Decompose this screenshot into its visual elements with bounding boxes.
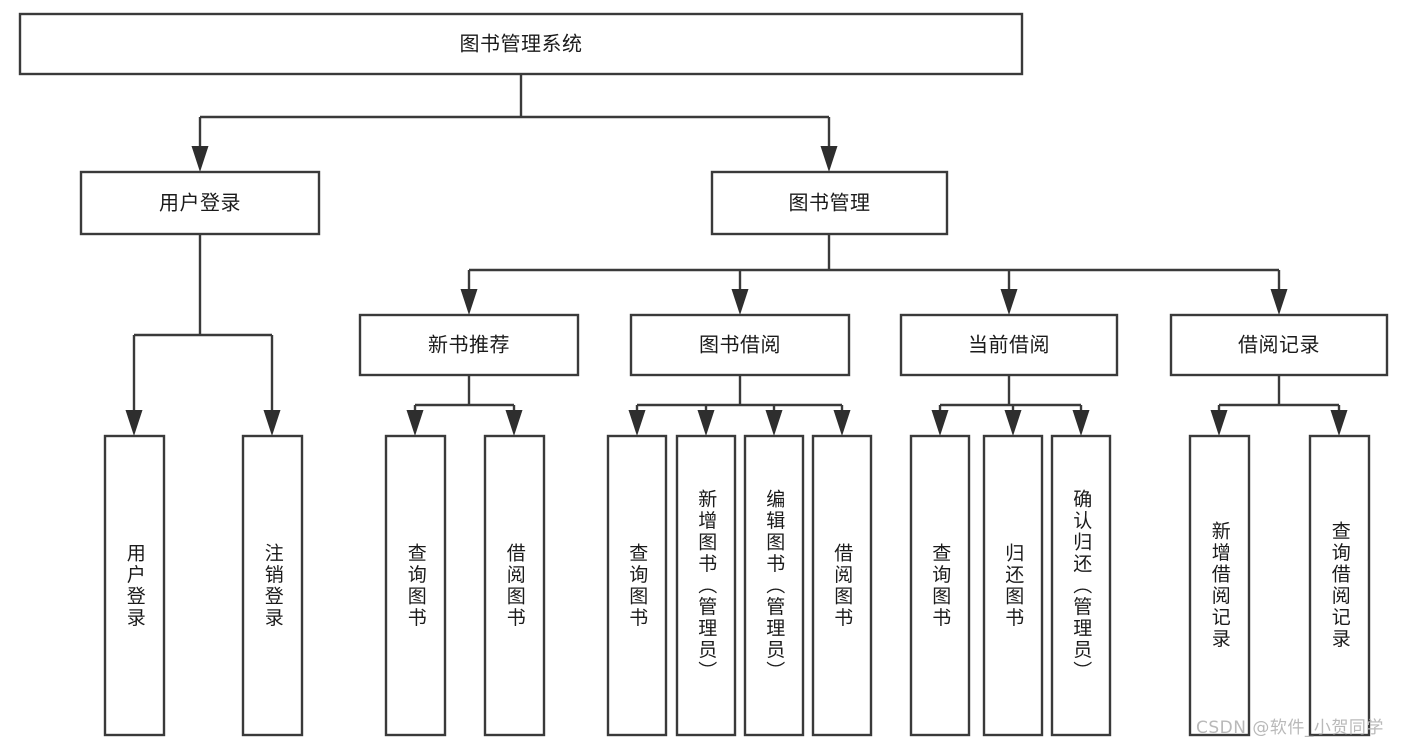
level3-node-borrow-record[interactable]: 借阅记录 [1169,313,1389,377]
connector-current-borrow [931,375,1090,436]
arrow-head-icon [931,410,949,436]
leaf-node-leaf-confirm-return[interactable] [1050,434,1112,737]
node-label: 用户登录 [159,191,241,215]
node-box[interactable] [483,434,546,737]
node-box[interactable] [811,434,873,737]
leaf-node-leaf-query-book-rec[interactable] [384,434,447,737]
leaf-node-leaf-return-book[interactable] [982,434,1044,737]
arrow-head-icon [125,410,143,436]
node-box[interactable] [79,170,321,236]
leaf-node-leaf-borrow-book[interactable] [811,434,873,737]
connector-root [191,74,838,172]
connector-user-login [125,234,281,436]
connector-borrow-record [1210,375,1348,436]
root-node-root[interactable]: 图书管理系统 [18,12,1024,76]
arrow-head-icon [628,410,646,436]
arrow-head-icon [765,410,783,436]
leaf-node-leaf-query-book-borrow[interactable] [606,434,668,737]
arrow-head-icon [1270,289,1288,315]
arrow-head-icon [1000,289,1018,315]
connector-new-book-recommend [406,375,523,436]
node-box[interactable] [18,12,1024,76]
node-box[interactable] [1050,434,1112,737]
node-box[interactable] [899,313,1119,377]
node-box[interactable] [103,434,166,737]
arrow-head-icon [731,289,749,315]
node-box[interactable] [1188,434,1251,737]
node-box[interactable] [743,434,805,737]
leaf-node-leaf-user-login[interactable] [103,434,166,737]
level2-node-book-manage[interactable]: 图书管理 [710,170,949,236]
node-box[interactable] [606,434,668,737]
node-label: 新书推荐 [428,333,510,357]
leaf-node-leaf-borrow-book-rec[interactable] [483,434,546,737]
leaf-node-leaf-query-record[interactable] [1308,434,1371,737]
leaf-node-leaf-add-book[interactable] [675,434,737,737]
node-box[interactable] [1308,434,1371,737]
node-box[interactable] [629,313,851,377]
node-box[interactable] [675,434,737,737]
leaf-node-leaf-logout[interactable] [241,434,304,737]
node-label: 借阅记录 [1238,333,1320,357]
connector-book-manage [460,234,1288,315]
level2-node-user-login[interactable]: 用户登录 [79,170,321,236]
node-label: 当前借阅 [968,333,1050,357]
node-box[interactable] [241,434,304,737]
node-box[interactable] [358,313,580,377]
arrow-head-icon [1072,410,1090,436]
arrow-head-icon [1330,410,1348,436]
leaf-node-leaf-add-record[interactable] [1188,434,1251,737]
connector-book-borrow [628,375,851,436]
level3-node-new-book-recommend[interactable]: 新书推荐 [358,313,580,377]
node-box[interactable] [982,434,1044,737]
arrow-head-icon [833,410,851,436]
node-box[interactable] [384,434,447,737]
arrow-head-icon [505,410,523,436]
arrow-head-icon [263,410,281,436]
arrow-head-icon [406,410,424,436]
arrow-head-icon [820,146,838,172]
node-label: 图书管理系统 [460,32,583,56]
arrow-head-icon [697,410,715,436]
node-box[interactable] [710,170,949,236]
arrow-head-icon [460,289,478,315]
arrow-head-icon [191,146,209,172]
node-label: 图书管理 [789,191,871,215]
level3-node-current-borrow[interactable]: 当前借阅 [899,313,1119,377]
node-box[interactable] [1169,313,1389,377]
arrow-head-icon [1004,410,1022,436]
connectors-layer [125,74,1348,436]
arrow-head-icon [1210,410,1228,436]
node-label: 图书借阅 [699,333,781,357]
leaf-node-leaf-edit-book[interactable] [743,434,805,737]
level3-node-book-borrow[interactable]: 图书借阅 [629,313,851,377]
leaf-node-leaf-query-book-current[interactable] [909,434,971,737]
node-box[interactable] [909,434,971,737]
